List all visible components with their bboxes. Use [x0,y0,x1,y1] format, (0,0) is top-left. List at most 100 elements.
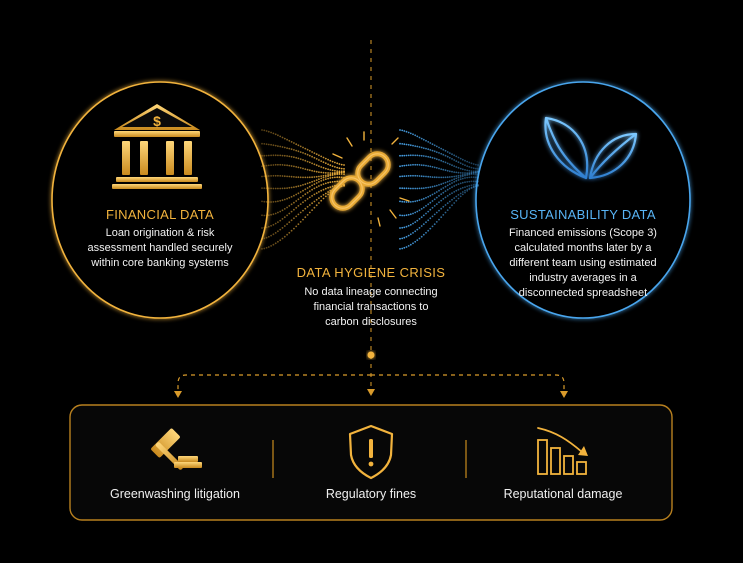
stream-dot [306,160,309,163]
stream-dot [267,143,270,146]
stream-dot [329,172,332,174]
stream-dot [407,234,410,237]
stream-dot [295,206,298,209]
stream-dot [313,193,316,196]
branch-left-arrow [174,391,182,398]
stream-dot [418,164,421,166]
stream-dot [455,166,458,168]
stream-dot [420,225,423,227]
stream-dot [455,177,458,180]
stream-dot [431,225,434,228]
stream-dot [279,239,282,242]
stream-dot [440,176,443,179]
stream-dot [455,189,458,192]
stream-dot [286,233,288,236]
stream-dot [318,191,320,193]
stream-dot [425,139,427,142]
stream-dot [302,176,304,179]
stream-dot [327,193,329,196]
stream-dot [464,159,466,162]
stream-dot [461,186,464,189]
stream-dot [306,205,309,208]
stream-dot [474,180,477,183]
stream-dot [272,213,275,216]
stream-dot [422,147,425,150]
stream-dot [440,168,443,171]
stream-dot [315,153,318,156]
stream-dot [412,144,414,147]
stream-dot [267,175,270,177]
stream-dot [459,167,462,170]
stream-dot [457,174,460,177]
stream-dot [304,183,307,186]
broken-chain-icon [329,151,391,211]
stream-dot [448,183,451,186]
stream-dot [290,175,293,178]
stream-dot [331,160,334,163]
stream-dot [425,175,427,178]
stream-dot [399,248,401,250]
stream-dot [318,171,320,174]
stream-dot [431,143,434,146]
stream-dot [401,165,404,167]
stream-dot [442,198,445,200]
stream-dot [399,129,401,131]
stream-dot [286,187,288,190]
stream-dot [461,191,464,193]
stream-dot [403,187,406,190]
stream-dot [418,136,421,139]
stream-dot [308,154,311,157]
stream-dot [265,246,268,249]
stream-dot [265,130,268,132]
stream-dot [466,176,469,179]
stream-dot [414,174,417,177]
stream-dot [261,227,263,229]
stream-dot [327,172,329,174]
stream-dot [290,165,293,167]
stream-dot [438,159,440,161]
stream-dot [324,162,327,165]
stream-dot [302,152,304,154]
stream-dot [464,189,466,192]
stream-dot [270,143,272,146]
stream-dot [448,176,451,178]
stream-dot [425,221,427,224]
stream-dot [272,233,275,236]
stream-dot [409,132,412,135]
stream-dot [313,206,316,209]
stream-dot [474,185,477,187]
stream-dot [427,219,430,222]
bank-icon [112,104,202,189]
stream-dot [420,175,423,178]
stream-dot [295,185,298,188]
stream-dot [315,164,318,167]
stream-dot [470,172,473,175]
stream-dot [459,182,462,185]
stream-dot [470,184,473,187]
stream-dot [295,156,298,159]
stream-dot [299,211,302,214]
stream-dot [407,143,410,146]
stream-dot [438,218,440,221]
stream-dot [295,143,298,146]
stream-dot [440,183,443,186]
stream-dot [414,134,417,137]
stream-dot [308,169,311,172]
stream-dot [308,211,311,214]
stream-dot [274,154,277,157]
stream-dot [261,214,263,217]
stream-dot [474,183,477,186]
stream-dot [433,176,436,179]
stream-dot [459,178,462,181]
stream-dot [427,155,430,158]
stream-dot [448,152,451,155]
stream-dot [466,169,469,172]
stream-dot [451,175,453,178]
stream-dot [414,240,417,243]
stream-dot [293,156,295,159]
stream-dot [290,203,293,206]
stream-dot [320,199,323,202]
stream-dot [418,187,421,190]
stream-dot [464,164,466,167]
